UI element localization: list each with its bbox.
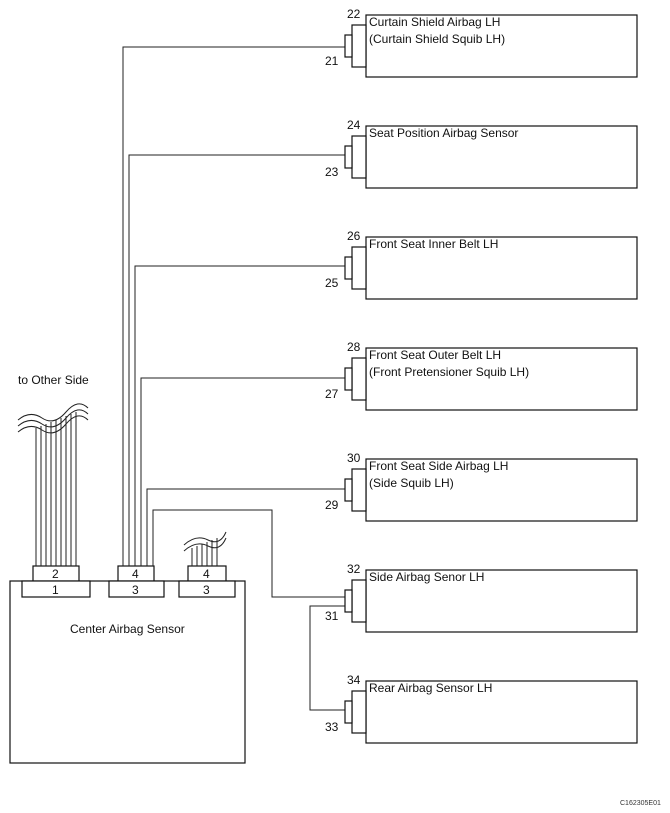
to-other-side-label: to Other Side [18, 373, 89, 387]
wire-bundle-connector-3 [183, 531, 227, 566]
component-7: Rear Airbag Sensor LH 34 33 [325, 673, 638, 744]
connector-1-top-pin: 2 [52, 567, 59, 581]
center-airbag-sensor-box [9, 580, 246, 764]
connector-3: 4 3 [178, 565, 236, 598]
connector-plug [344, 589, 353, 613]
connector-2: 4 3 [108, 565, 165, 598]
connector-plug [344, 367, 353, 391]
component-2: Seat Position Airbag Sensor 24 23 [325, 118, 638, 189]
component-name: Seat Position Airbag Sensor [369, 126, 518, 140]
connector-3-top-pin: 4 [203, 567, 210, 581]
pin-top-number: 22 [347, 7, 361, 21]
connector-3-bottom-pin: 3 [203, 583, 210, 597]
wires [122, 46, 345, 711]
connector-housing [351, 135, 367, 179]
connector-housing [351, 690, 367, 734]
pin-bottom-number: 21 [325, 54, 339, 68]
connector-plug [344, 700, 353, 724]
wire-bundle-to-other-side [17, 403, 89, 566]
pin-top-number: 26 [347, 229, 361, 243]
component-6: Side Airbag Senor LH 32 31 [325, 562, 638, 633]
component-name: Front Seat Side Airbag LH [369, 459, 508, 473]
component-name: Side Airbag Senor LH [369, 570, 484, 584]
connector-2-top-pin: 4 [132, 567, 139, 581]
connector-housing [351, 468, 367, 512]
pin-top-number: 24 [347, 118, 361, 132]
pin-bottom-number: 29 [325, 498, 339, 512]
center-airbag-sensor-label: Center Airbag Sensor [70, 622, 185, 636]
connector-housing [351, 357, 367, 401]
component-1: Curtain Shield Airbag LH (Curtain Shield … [325, 7, 638, 78]
pin-top-number: 30 [347, 451, 361, 465]
component-name: Rear Airbag Sensor LH [369, 681, 492, 695]
connector-housing [351, 579, 367, 623]
component-4: Front Seat Outer Belt LH (Front Pretensio… [325, 340, 638, 411]
component-name: Front Seat Outer Belt LH [369, 348, 501, 362]
pin-top-number: 28 [347, 340, 361, 354]
pin-bottom-number: 25 [325, 276, 339, 290]
pin-top-number: 34 [347, 673, 361, 687]
pin-bottom-number: 33 [325, 720, 339, 734]
connector-1-bottom-pin: 1 [52, 583, 59, 597]
connector-housing [351, 24, 367, 68]
connector-plug [344, 145, 353, 169]
figure-code: C162305E01 [620, 800, 661, 807]
connector-plug [344, 34, 353, 58]
component-name: Front Seat Inner Belt LH [369, 237, 498, 251]
pin-bottom-number: 27 [325, 387, 339, 401]
connector-1: 2 1 [21, 565, 91, 598]
connector-plug [344, 256, 353, 280]
component-subname: (Curtain Shield Squib LH) [369, 32, 505, 46]
component-box [365, 458, 638, 522]
connector-housing [351, 246, 367, 290]
component-5: Front Seat Side Airbag LH (Side Squib LH)… [325, 451, 638, 522]
component-3: Front Seat Inner Belt LH 26 25 [325, 229, 638, 300]
component-name: Curtain Shield Airbag LH [369, 15, 500, 29]
component-box [365, 569, 638, 633]
component-box [365, 14, 638, 78]
pin-bottom-number: 31 [325, 609, 339, 623]
component-box [365, 680, 638, 744]
connector-2-bottom-pin: 3 [132, 583, 139, 597]
component-subname: (Side Squib LH) [369, 476, 454, 490]
component-subname: (Front Pretensioner Squib LH) [369, 365, 529, 379]
connector-plug [344, 478, 353, 502]
pin-top-number: 32 [347, 562, 361, 576]
pin-bottom-number: 23 [325, 165, 339, 179]
component-box [365, 125, 638, 189]
component-box [365, 236, 638, 300]
